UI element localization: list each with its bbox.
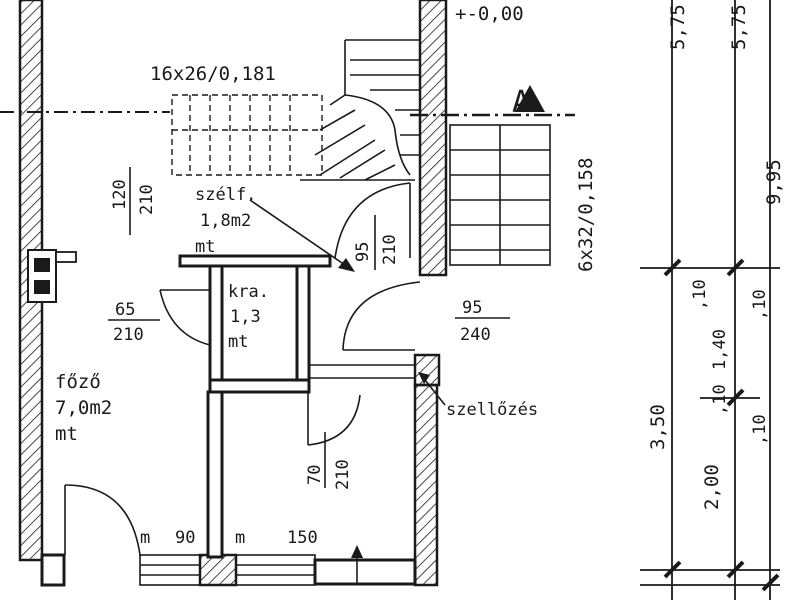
door-swing-bath	[307, 394, 361, 446]
leader-arrow-icon	[338, 258, 355, 272]
door-swing-hall	[342, 281, 421, 351]
door-upper-height: 210	[137, 184, 157, 215]
stove	[27, 249, 77, 303]
elevation-label: +-0,00	[455, 3, 524, 25]
side-stair	[449, 124, 551, 266]
window-left	[139, 554, 201, 586]
bottom-wall-right	[313, 558, 417, 586]
walls	[18, 0, 448, 587]
stair-main-label: 16x26/0,181	[150, 63, 276, 85]
stair-side-label: 6x32/0,158	[575, 158, 597, 272]
room-kra-area: 1,3	[230, 307, 261, 327]
room-fozo-unit: mt	[55, 423, 78, 445]
door-hall-height: 240	[460, 325, 491, 345]
dim-col3-a: ,10	[750, 289, 770, 320]
room-fozo-area: 7,0m2	[55, 397, 112, 419]
section-arrow-icon	[515, 85, 545, 112]
window-right-width: 150	[287, 528, 318, 548]
room-fozo-name: főző	[55, 371, 101, 393]
dim-col3-total: 9,95	[763, 159, 785, 205]
stove-icon	[27, 249, 57, 303]
central-wall-upper	[418, 0, 448, 277]
plan-labels: +-0,00 16x26/0,181 6x32/0,158 A 120 210 …	[55, 3, 597, 548]
stair-enclosure	[344, 39, 420, 95]
window-right-m: m	[235, 528, 245, 548]
partition-szelf-bottom	[178, 254, 332, 268]
room-szelf-name: szélf.	[195, 185, 256, 205]
window-left-width: 90	[175, 528, 195, 548]
windows	[139, 554, 316, 586]
bathroom-right-wall	[413, 383, 439, 587]
door-upper-width: 120	[110, 179, 130, 210]
dim-col1-lower: 3,50	[647, 404, 669, 450]
section-marker-label: A	[512, 85, 530, 120]
bottom-wall-left-stub	[40, 553, 66, 587]
door-bath-width: 70	[305, 465, 325, 485]
dimension-labels: 5,75 5,75 9,95 3,50 ,10 1,40 ,10 2,00 ,1…	[647, 4, 785, 510]
dim-col2-c: ,10	[710, 384, 730, 415]
ventilation-wall-stub	[413, 353, 441, 387]
window-left-m: m	[140, 528, 150, 548]
kra-left-wall	[208, 264, 224, 393]
door-szelf-height: 210	[380, 234, 400, 265]
section-line-a	[0, 85, 575, 117]
room-kra-name: kra.	[228, 282, 269, 302]
door-swing-entry	[64, 484, 141, 556]
dashed-stair-run	[171, 94, 323, 176]
room-szelf-unit: mt	[195, 237, 215, 257]
door-swing-szelf	[334, 182, 411, 259]
bathroom-left-wall	[206, 390, 224, 559]
room-kra-unit: mt	[228, 332, 248, 352]
dim-col2-a: ,10	[690, 279, 710, 310]
leaders	[108, 167, 510, 585]
door-kra-height: 210	[113, 325, 144, 345]
dimension-lines	[640, 0, 780, 600]
window-right	[235, 554, 316, 586]
entry-arrow-icon	[351, 545, 363, 558]
door-bath-height: 210	[333, 459, 353, 490]
door-szelf-width: 95	[353, 242, 373, 262]
doors	[64, 182, 421, 556]
ventilation-arrow-icon	[418, 372, 430, 384]
kra-right-wall	[295, 264, 311, 393]
dim-col2-b: 1,40	[710, 329, 730, 370]
ventilation-label: szellőzés	[446, 400, 538, 420]
dim-col3-b: ,10	[750, 414, 770, 445]
door-kra-width: 65	[115, 300, 135, 320]
kra-bottom-wall	[208, 378, 311, 394]
dim-col2-d: 2,00	[701, 464, 723, 510]
room-szelf-area: 1,8m2	[200, 211, 251, 231]
curved-stair	[314, 59, 420, 181]
door-hall-width: 95	[462, 298, 482, 318]
bottom-wall-pier	[198, 553, 238, 587]
door-swing-kra	[159, 289, 211, 346]
dim-col2-top: 5,75	[728, 4, 750, 50]
dim-col1-top: 5,75	[667, 4, 689, 50]
